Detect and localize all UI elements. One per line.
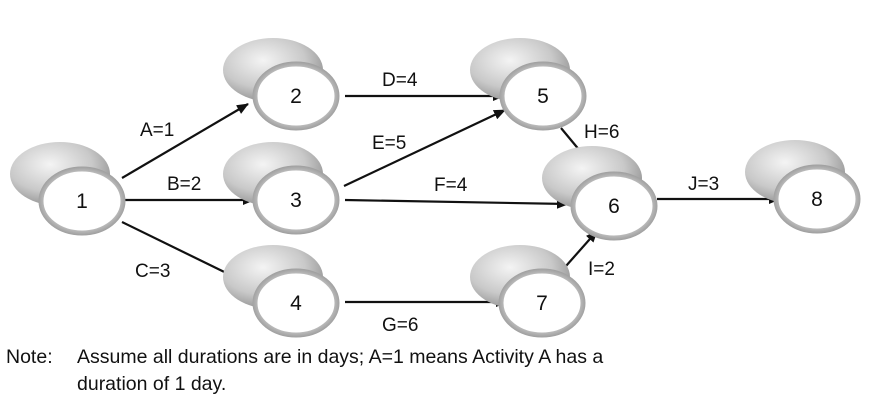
node-label-6: 6 — [608, 195, 620, 218]
node-4: 4 — [223, 245, 340, 338]
node-label-3: 3 — [290, 189, 302, 212]
node-label-5: 5 — [537, 85, 549, 108]
edge-label-F: F=4 — [434, 175, 468, 196]
note-line-2: duration of 1 day. — [77, 373, 227, 395]
edge-F — [344, 198, 569, 209]
edge-label-C: C=3 — [135, 261, 170, 282]
node-6: 6 — [542, 146, 658, 241]
edge-label-H: H=6 — [584, 122, 619, 143]
node-label-8: 8 — [811, 188, 823, 211]
node-7: 7 — [470, 245, 586, 338]
node-2: 2 — [223, 38, 340, 131]
edge-label-B: B=2 — [167, 174, 201, 195]
node-5: 5 — [470, 38, 587, 131]
edge-E — [343, 109, 506, 187]
node-3: 3 — [223, 142, 340, 235]
edge-label-A: A=1 — [140, 120, 174, 141]
edge-label-I: I=2 — [588, 259, 615, 280]
edge-label-E: E=5 — [372, 133, 406, 154]
diagram-note: Note: Assume all durations are in days; A… — [6, 344, 866, 398]
node-1: 1 — [10, 142, 126, 236]
note-line-1: Assume all durations are in days; A=1 me… — [77, 346, 604, 368]
edge-I — [565, 230, 598, 267]
node-label-2: 2 — [290, 85, 302, 108]
node-label-4: 4 — [290, 292, 302, 315]
edge-label-D: D=4 — [382, 70, 418, 91]
node-label-7: 7 — [536, 292, 548, 315]
edge-label-J: J=3 — [688, 174, 719, 195]
node-label-1: 1 — [76, 190, 88, 213]
note-prefix: Note: — [6, 346, 53, 368]
edge-A — [121, 103, 249, 179]
edge-label-G: G=6 — [382, 315, 418, 336]
node-8: 8 — [745, 140, 861, 234]
network-diagram: A=1 B=2 C=3 D=4 E=5 F=4 G=6 H=6 I=2 J=3 … — [10, 38, 861, 338]
